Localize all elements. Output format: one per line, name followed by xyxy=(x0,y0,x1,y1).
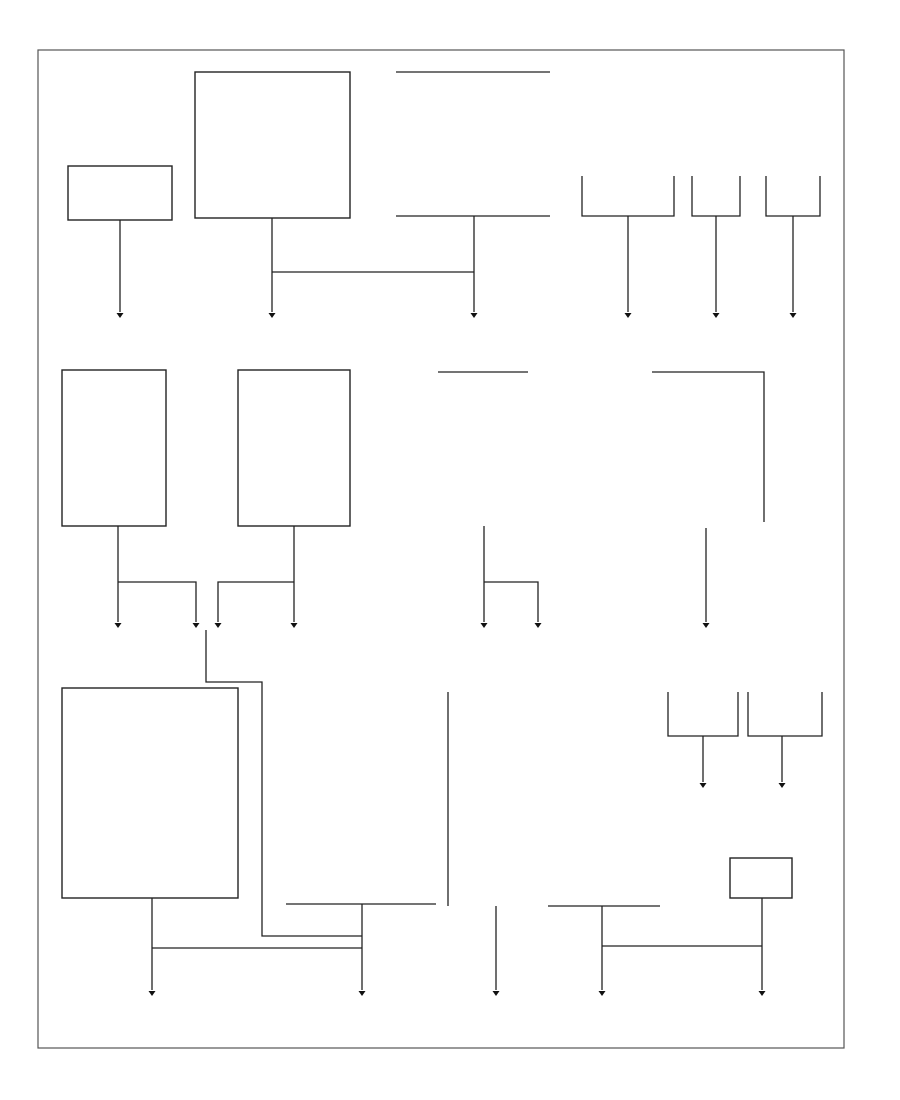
component-box xyxy=(729,857,793,899)
component-c1 xyxy=(67,165,173,221)
ground-symbol-icon xyxy=(290,623,298,628)
ground-g20 xyxy=(214,623,222,628)
ground-symbol-icon xyxy=(702,623,710,628)
components-layer xyxy=(61,71,823,907)
ground-symbol-icon xyxy=(192,623,200,628)
component-c10 xyxy=(652,371,765,522)
ground-symbol-icon xyxy=(116,313,124,318)
ground-g15 xyxy=(358,991,366,996)
component-corner-line xyxy=(652,371,765,522)
ground-g19 xyxy=(192,623,200,628)
component-c2 xyxy=(194,71,351,219)
component-c15 xyxy=(667,692,739,737)
component-c16 xyxy=(747,692,823,737)
component-c4 xyxy=(581,176,675,217)
ground-symbol-icon xyxy=(699,783,707,788)
ground-g9 xyxy=(480,623,488,628)
wire xyxy=(217,581,294,622)
ground-symbol-icon xyxy=(778,783,786,788)
component-bracket xyxy=(581,176,675,217)
ground-g14 xyxy=(148,991,156,996)
ground-symbol-icon xyxy=(789,313,797,318)
ground-symbol-icon xyxy=(114,623,122,628)
ground-g3 xyxy=(470,313,478,318)
ground-g13 xyxy=(778,783,786,788)
ground-g6 xyxy=(789,313,797,318)
ground-g8 xyxy=(290,623,298,628)
component-c5 xyxy=(691,176,741,217)
component-bracket xyxy=(765,176,821,217)
ground-symbol-icon xyxy=(598,991,606,996)
component-c17 xyxy=(729,857,793,899)
ground-symbol-icon xyxy=(624,313,632,318)
ground-g16 xyxy=(492,991,500,996)
component-box xyxy=(67,165,173,221)
ground-g17 xyxy=(598,991,606,996)
ground-g12 xyxy=(699,783,707,788)
component-box xyxy=(61,687,239,899)
ground-g7 xyxy=(114,623,122,628)
ground-g5 xyxy=(712,313,720,318)
ground-symbol-icon xyxy=(214,623,222,628)
diagram-border xyxy=(37,49,845,1049)
ground-g10 xyxy=(534,623,542,628)
component-box xyxy=(194,71,351,219)
ground-symbol-icon xyxy=(758,991,766,996)
ground-g2 xyxy=(268,313,276,318)
wire xyxy=(118,581,197,622)
component-bracket xyxy=(747,692,823,737)
ground-symbol-icon xyxy=(712,313,720,318)
ground-symbol-icon xyxy=(470,313,478,318)
component-c3 xyxy=(396,71,550,217)
wires-layer xyxy=(117,216,794,990)
ground-symbol-icon xyxy=(492,991,500,996)
wire xyxy=(205,630,362,937)
ground-symbol-icon xyxy=(480,623,488,628)
component-c8 xyxy=(237,369,351,527)
grounds-layer xyxy=(114,313,797,996)
wire xyxy=(484,581,539,622)
ground-symbol-icon xyxy=(268,313,276,318)
ground-g18 xyxy=(758,991,766,996)
ground-symbol-icon xyxy=(358,991,366,996)
component-c11 xyxy=(61,687,239,899)
component-bracket xyxy=(691,176,741,217)
component-box xyxy=(237,369,351,527)
component-box xyxy=(61,369,167,527)
ground-g4 xyxy=(624,313,632,318)
component-c7 xyxy=(61,369,167,527)
component-bracket xyxy=(667,692,739,737)
ground-symbol-icon xyxy=(534,623,542,628)
ground-g11 xyxy=(702,623,710,628)
component-c6 xyxy=(765,176,821,217)
ground-symbol-icon xyxy=(148,991,156,996)
ground-g1 xyxy=(116,313,124,318)
